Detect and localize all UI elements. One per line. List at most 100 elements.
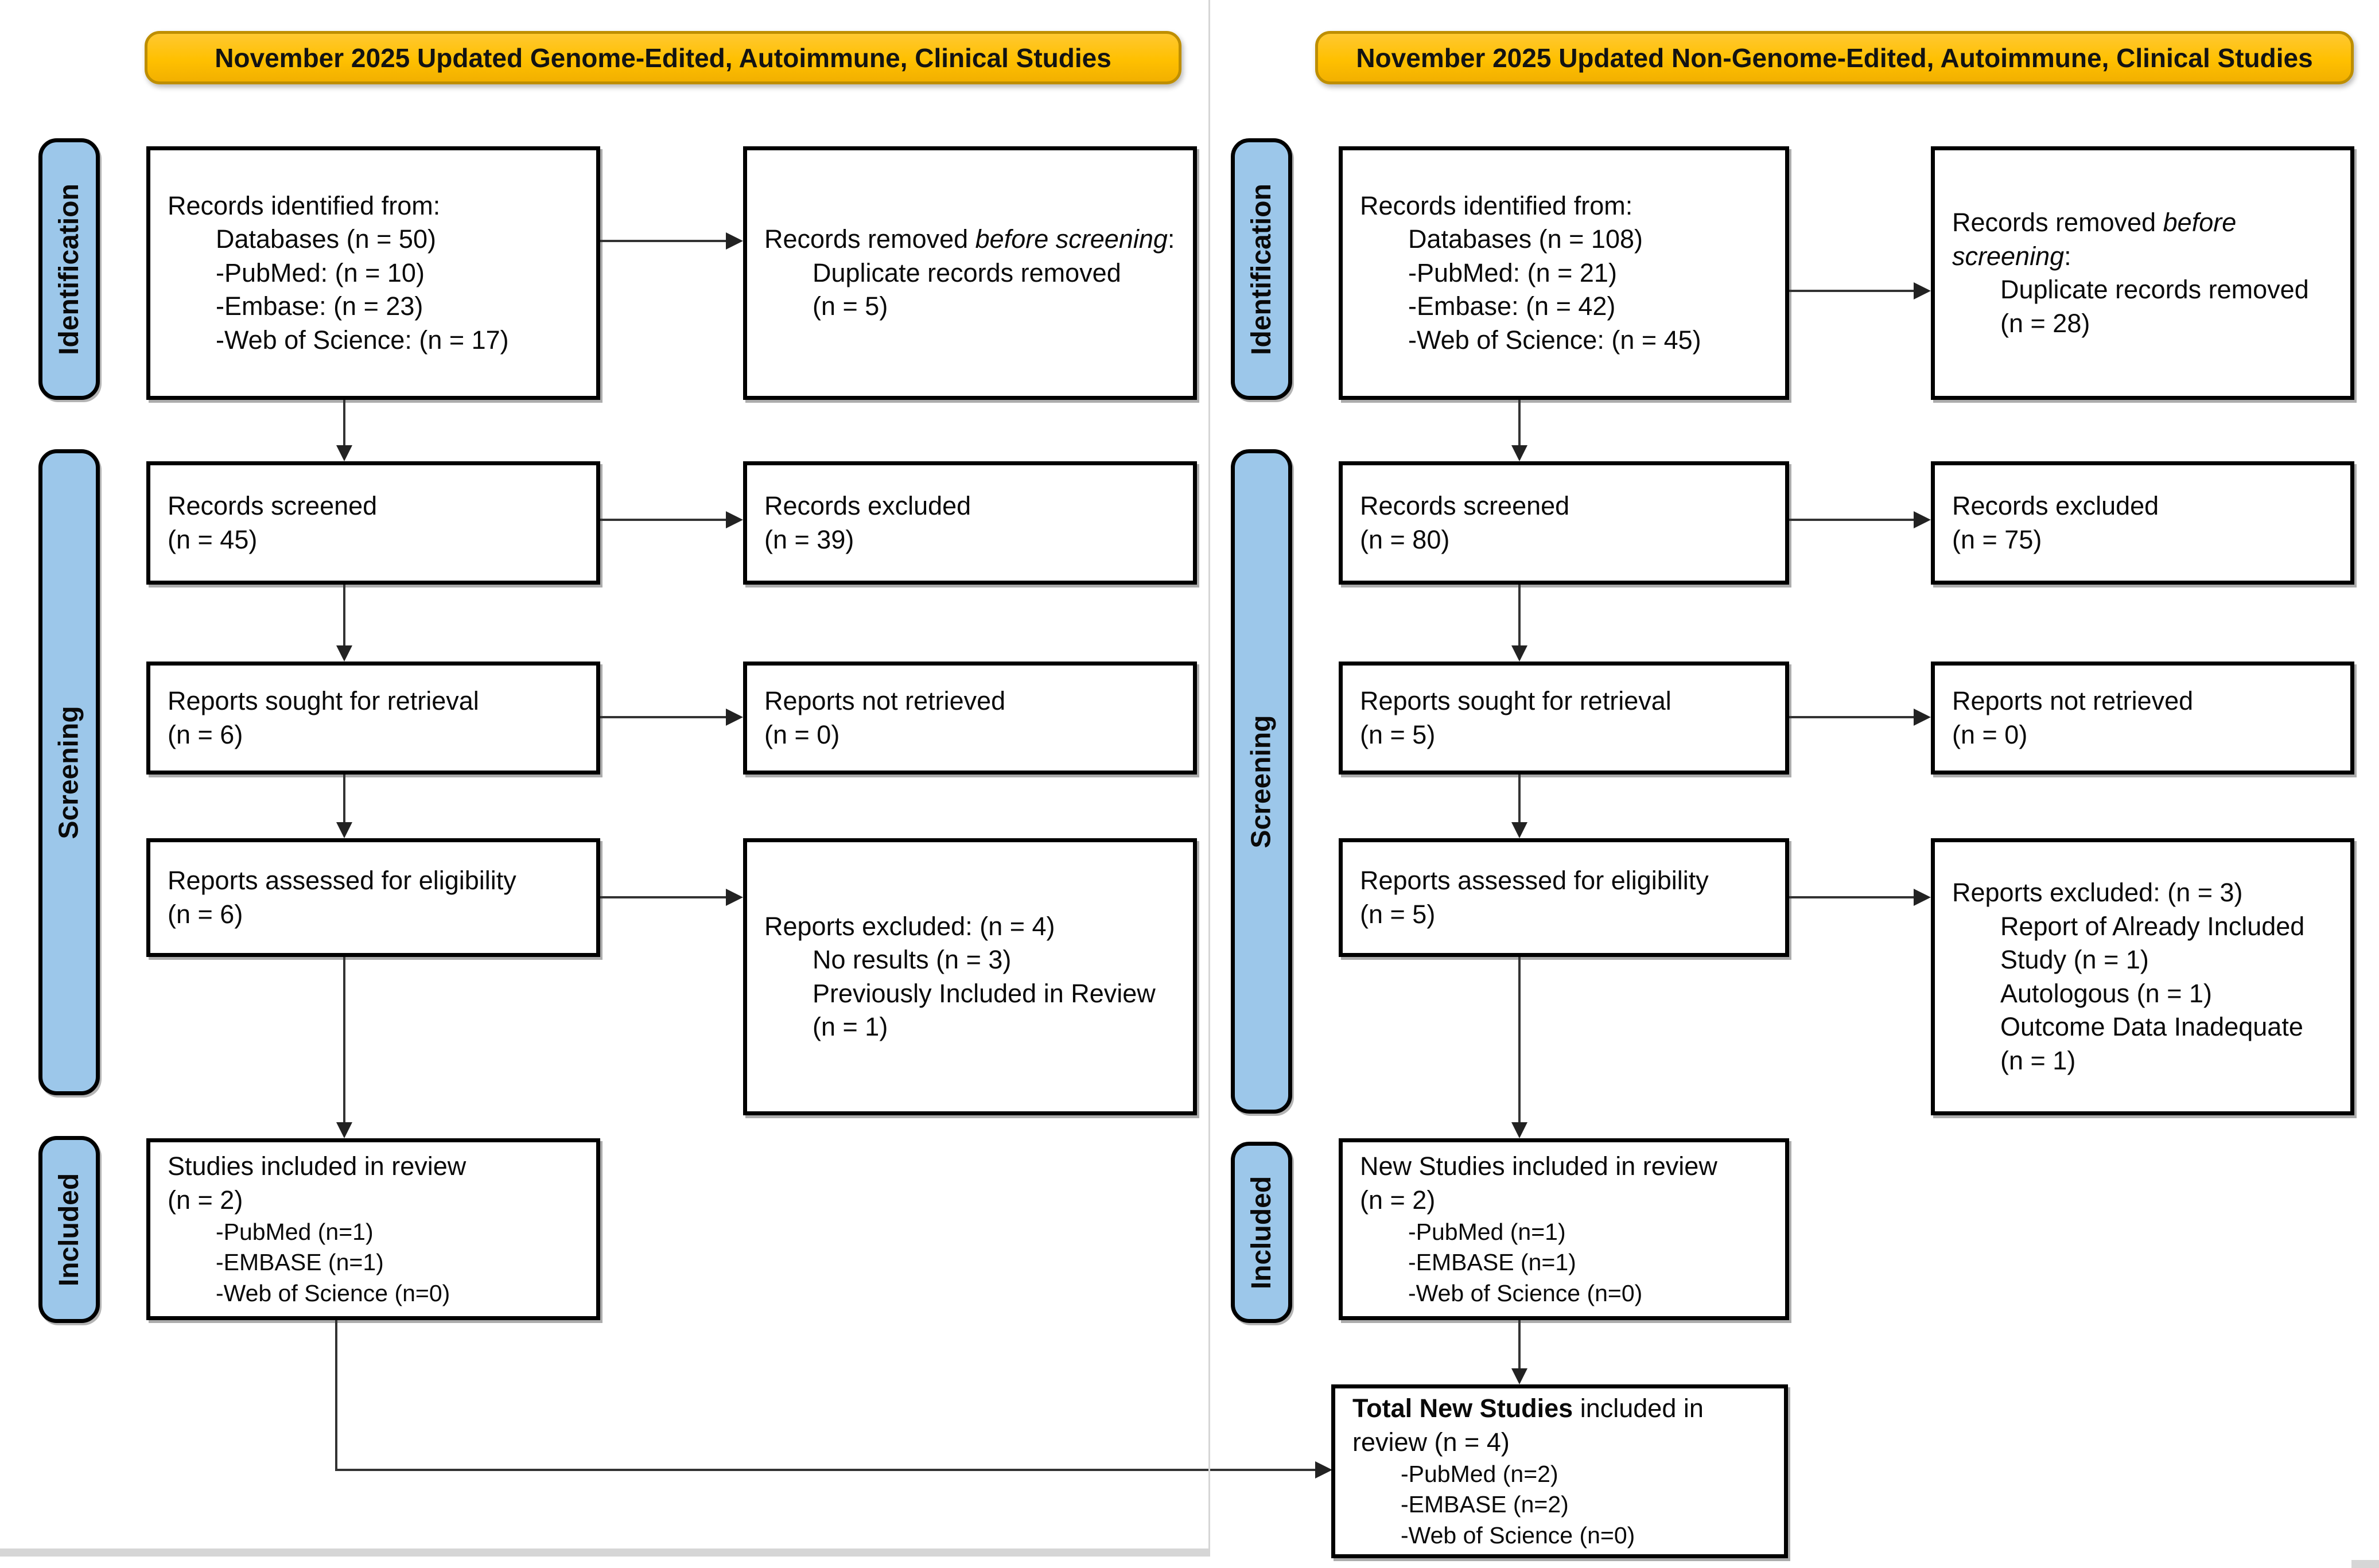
arrowhead-down-icon xyxy=(1511,445,1527,461)
box-records-excluded-non-genome: Records excluded (n = 75) xyxy=(1931,461,2354,585)
text-line: (n = 1) xyxy=(2000,1045,2076,1075)
arrowhead-down-icon xyxy=(1511,822,1527,838)
stage-bar-included-genome: Included xyxy=(38,1136,100,1323)
text-line: Reports sought for retrieval xyxy=(1360,686,1671,715)
connector-screened-to-excluded-ge xyxy=(600,519,728,521)
box-reports-excluded-genome: Reports excluded: (n = 4) No results (n … xyxy=(743,838,1197,1115)
connector-sought-to-assessed-ge xyxy=(343,775,345,823)
connector-assessed-to-reportsexcluded-ge xyxy=(600,896,728,898)
text-line: -Web of Science: (n = 17) xyxy=(216,325,509,355)
arrowhead-right-icon xyxy=(1914,511,1931,528)
text-line: (n = 0) xyxy=(764,719,840,749)
text-line: (n = 45) xyxy=(168,524,258,554)
connector-assessed-to-included-nge xyxy=(1518,957,1521,1123)
right-panel-corner-edge xyxy=(2351,1560,2379,1568)
text-line: -Web of Science (n=0) xyxy=(1408,1279,1643,1306)
connector-identified-to-removed-nge xyxy=(1789,290,1916,292)
box-total-new-studies: Total New Studies included in review (n … xyxy=(1331,1384,1788,1558)
text-line: (n = 39) xyxy=(764,524,854,554)
text-line: -Web of Science: (n = 45) xyxy=(1408,325,1701,355)
text-line: Report of Already Included xyxy=(2000,911,2305,941)
arrowhead-right-icon xyxy=(726,709,743,726)
connector-newstudies-to-total-nge xyxy=(1518,1320,1521,1371)
text-line: Duplicate records removed xyxy=(813,258,1121,287)
arrowhead-down-icon xyxy=(1511,1122,1527,1138)
text-line: Records identified from: xyxy=(1360,190,1633,220)
text-line: -PubMed (n=1) xyxy=(1408,1219,1566,1246)
text-line: -EMBASE (n=1) xyxy=(1408,1249,1576,1276)
box-reports-excluded-non-genome: Reports excluded: (n = 3) Report of Alre… xyxy=(1931,838,2354,1115)
text-line: Databases (n = 50) xyxy=(216,224,436,254)
text-line: (n = 2) xyxy=(1360,1185,1436,1215)
text-line: (n = 1) xyxy=(813,1012,888,1041)
stage-bar-identification-non-genome: Identification xyxy=(1231,138,1292,400)
text-line: Records screened xyxy=(168,491,378,520)
text-line: Records identified from: xyxy=(168,190,441,220)
box-records-identified-genome: Records identified from: Databases (n = … xyxy=(146,146,600,400)
connector-screened-to-sought-nge xyxy=(1518,585,1521,647)
text-segment: Records removed xyxy=(1952,208,2163,237)
connector-identified-to-removed-ge xyxy=(600,240,728,242)
box-reports-sought-genome: Reports sought for retrieval (n = 6) xyxy=(146,662,600,775)
text-line: Reports excluded: (n = 4) xyxy=(764,911,1055,941)
text-line: Total New Studies included in xyxy=(1352,1392,1767,1426)
text-line: Study (n = 1) xyxy=(2000,945,2149,974)
text-line: Outcome Data Inadequate xyxy=(2000,1012,2303,1041)
text-line: (n = 2) xyxy=(168,1185,243,1215)
text-line: (n = 5) xyxy=(1360,899,1436,929)
text-line: (n = 28) xyxy=(2000,308,2090,338)
arrowhead-down-icon xyxy=(336,445,352,461)
box-reports-sought-non-genome: Reports sought for retrieval (n = 5) xyxy=(1339,662,1789,775)
box-studies-included-genome: Studies included in review (n = 2) -PubM… xyxy=(146,1138,600,1320)
stage-label-screening-genome: Screening xyxy=(54,705,85,839)
text-line: Reports assessed for eligibility xyxy=(168,866,516,895)
connector-sought-to-notretrieved-nge xyxy=(1789,716,1916,718)
text-line: -Web of Science (n=0) xyxy=(216,1279,450,1306)
text-line: (n = 5) xyxy=(813,291,888,321)
text-line: Reports excluded: (n = 3) xyxy=(1952,878,2243,907)
stage-bar-included-non-genome: Included xyxy=(1231,1142,1292,1323)
text-line: -PubMed: (n = 21) xyxy=(1408,258,1617,287)
panel-title-genome-text: November 2025 Updated Genome-Edited, Aut… xyxy=(215,42,1111,73)
arrowhead-right-icon xyxy=(1914,709,1931,726)
text-line: (n = 0) xyxy=(1952,719,2028,749)
arrowhead-down-icon xyxy=(336,645,352,662)
italic-text-segment: before screening xyxy=(975,224,1168,254)
text-line: -Embase: (n = 23) xyxy=(216,291,423,321)
box-records-screened-genome: Records screened (n = 45) xyxy=(146,461,600,585)
text-line: (n = 75) xyxy=(1952,524,2042,554)
box-reports-assessed-non-genome: Reports assessed for eligibility (n = 5) xyxy=(1339,838,1789,957)
stage-label-identification-genome: Identification xyxy=(54,183,85,355)
text-line: -PubMed: (n = 10) xyxy=(216,258,425,287)
stage-bar-screening-genome: Screening xyxy=(38,449,100,1095)
box-records-excluded-genome: Records excluded (n = 39) xyxy=(743,461,1197,585)
text-line: Records excluded xyxy=(764,491,971,520)
text-line: Reports assessed for eligibility xyxy=(1360,866,1709,895)
arrowhead-right-icon xyxy=(726,889,743,906)
box-records-removed-genome: Records removed before screening: Duplic… xyxy=(743,146,1197,400)
stage-label-screening-non-genome: Screening xyxy=(1246,714,1277,849)
stage-label-included-genome: Included xyxy=(54,1173,84,1286)
text-line: Records excluded xyxy=(1952,491,2159,520)
text-line: -EMBASE (n=1) xyxy=(216,1249,384,1276)
text-line: Records removed before screening: xyxy=(764,223,1176,256)
text-line: Reports not retrieved xyxy=(1952,686,2194,715)
connector-sought-to-assessed-nge xyxy=(1518,775,1521,823)
text-line: Studies included in review xyxy=(168,1151,467,1181)
connector-identified-to-screened-ge xyxy=(343,400,345,446)
connector-included-to-total-vertical xyxy=(335,1320,337,1471)
text-segment: Records removed xyxy=(764,224,975,254)
box-reports-not-retrieved-non-genome: Reports not retrieved (n = 0) xyxy=(1931,662,2354,775)
bold-text-segment: Total New Studies xyxy=(1352,1394,1573,1423)
arrowhead-right-icon xyxy=(1315,1461,1332,1478)
box-records-identified-non-genome: Records identified from: Databases (n = … xyxy=(1339,146,1789,400)
arrowhead-down-icon xyxy=(1511,645,1527,662)
text-line: Previously Included in Review xyxy=(813,978,1156,1008)
text-line: Reports sought for retrieval xyxy=(168,686,479,715)
arrowhead-right-icon xyxy=(726,232,743,250)
connector-screened-to-excluded-nge xyxy=(1789,519,1916,521)
text-line: -PubMed (n=2) xyxy=(1401,1461,1558,1488)
text-segment: included in xyxy=(1573,1394,1704,1423)
panel-title-non-genome: November 2025 Updated Non-Genome-Edited,… xyxy=(1315,31,2354,84)
